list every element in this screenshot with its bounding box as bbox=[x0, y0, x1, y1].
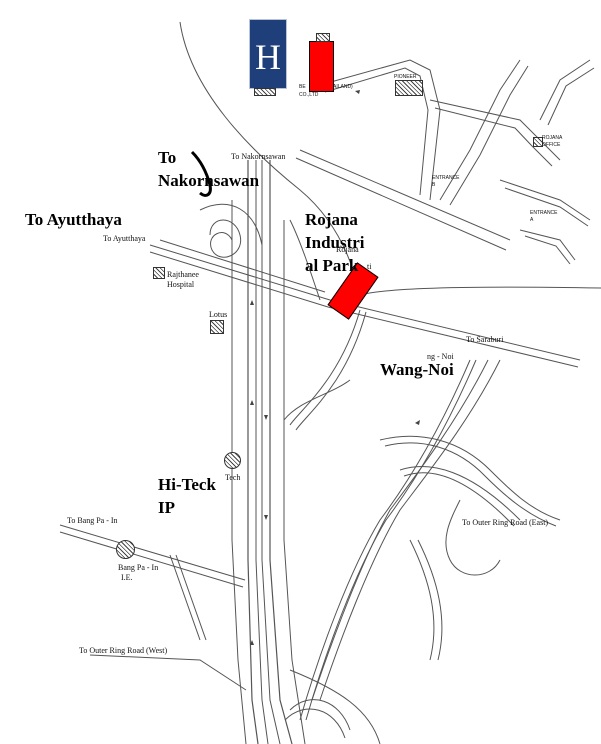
estate-road-5 bbox=[539, 59, 595, 126]
lotus-icon bbox=[210, 320, 224, 334]
saraburi-road bbox=[289, 309, 367, 431]
map-text-bang-pa-in-1: Bang Pa - In bbox=[118, 563, 159, 572]
label-rojana-line3: al Park bbox=[305, 256, 359, 275]
bang-pa-in-spur bbox=[169, 554, 207, 641]
rojana-office-2: OFFICE bbox=[542, 142, 561, 148]
south-loop bbox=[284, 699, 351, 739]
industrial-estate-boundary bbox=[179, 21, 601, 296]
hotel-letter: H bbox=[255, 37, 281, 77]
arrow-5 bbox=[250, 640, 254, 645]
label-rojana-line1: Rojana bbox=[305, 210, 358, 229]
rajthanee-hospital-icon bbox=[153, 267, 165, 279]
se-road bbox=[409, 539, 443, 661]
estate-road-1 bbox=[295, 149, 511, 251]
ring-road-west bbox=[89, 654, 247, 691]
hotel-caption-3: CO.,LTD bbox=[299, 92, 319, 98]
estate-road-4 bbox=[439, 59, 529, 206]
outer-ring-east-2 bbox=[299, 359, 477, 721]
map-text-tech: Tech bbox=[225, 473, 241, 482]
highway-median-2 bbox=[261, 160, 281, 744]
rojana-office-building bbox=[533, 137, 543, 147]
frontage-east bbox=[283, 220, 306, 744]
map-text-rajthanee-1: Rajthanee bbox=[167, 270, 199, 279]
interchange-loop bbox=[209, 219, 242, 258]
se-loop bbox=[445, 499, 501, 576]
label-to-nakornsawan-line2: Nakornsawan bbox=[158, 171, 260, 190]
se-lower-road bbox=[289, 669, 381, 744]
map-text-outer-ring-east: To Outer Ring Road (East) bbox=[462, 518, 549, 527]
entrance-b-2: B bbox=[432, 182, 436, 188]
hotel-marker[interactable]: H bbox=[249, 19, 287, 89]
map-text-rojana-ti: ti bbox=[367, 262, 372, 271]
pioneer-building bbox=[395, 80, 423, 96]
map-text-to-ayutthaya: To Ayutthaya bbox=[103, 234, 146, 243]
estate-road-3 bbox=[429, 99, 561, 167]
entrance-b-1: ENTRANCE bbox=[432, 175, 460, 181]
hi-tech-connector bbox=[283, 379, 351, 421]
map-text-to-bang-pa-in: To Bang Pa - In bbox=[67, 516, 118, 525]
highway-median-1 bbox=[255, 160, 269, 744]
map-text-lotus: Lotus bbox=[209, 310, 228, 319]
highway-east-lane bbox=[269, 160, 293, 744]
label-hi-teck-line1: Hi-Teck bbox=[158, 475, 216, 494]
interchange-ramp-1 bbox=[199, 203, 263, 246]
ayutthaya-road bbox=[149, 244, 581, 368]
outer-ring-east-branch-2 bbox=[399, 466, 521, 527]
arrow-4 bbox=[264, 515, 268, 520]
pioneer-label: PIONEER bbox=[394, 74, 417, 80]
label-to-ayutthaya: To Ayutthaya bbox=[25, 210, 122, 229]
estate-road-2 bbox=[319, 59, 441, 201]
label-wang-noi: Wang-Noi bbox=[380, 360, 454, 379]
frontage-west bbox=[231, 200, 247, 744]
arrow-7 bbox=[355, 90, 360, 94]
map-text-rajthanee-2: Hospital bbox=[167, 280, 195, 289]
arrow-6 bbox=[415, 420, 420, 425]
estate-road-6 bbox=[499, 179, 591, 227]
map-text-to-saraburi: To Saraburi bbox=[466, 335, 504, 344]
highway-west-lane bbox=[247, 160, 259, 744]
arrow-2 bbox=[250, 400, 254, 405]
label-rojana-line2: Industri bbox=[305, 233, 365, 252]
map-text-bang-pa-in-2: I.E. bbox=[121, 573, 133, 582]
bang-pa-in-estate-icon bbox=[116, 540, 135, 559]
building-hatch-1 bbox=[254, 88, 276, 96]
estate-road-7 bbox=[519, 229, 576, 265]
hotel-location-marker[interactable] bbox=[309, 41, 334, 92]
arrow-3 bbox=[264, 415, 268, 420]
hi-tech-estate-icon bbox=[224, 452, 241, 469]
map-text-to-nakornsawan: To Nakornsawan bbox=[231, 152, 286, 161]
entrance-a-1: ENTRANCE bbox=[530, 210, 558, 216]
rojana-office-1: ROJANA bbox=[542, 135, 563, 141]
outer-ring-east-branch bbox=[379, 435, 561, 527]
handwritten-mark bbox=[190, 150, 212, 197]
building-hatch-2 bbox=[316, 33, 330, 42]
outer-ring-east-1 bbox=[311, 359, 501, 701]
arrow-1 bbox=[250, 300, 254, 305]
map-text-wang-noi: ng - Noi bbox=[427, 352, 454, 361]
label-to-nakornsawan-line1: To bbox=[158, 148, 177, 167]
bang-pa-in-road bbox=[59, 524, 246, 588]
ayutthaya-road-2 bbox=[159, 239, 326, 293]
map-text-outer-ring-west: To Outer Ring Road (West) bbox=[79, 646, 168, 655]
label-hi-teck-line2: IP bbox=[158, 498, 175, 517]
interchange-ramp-2 bbox=[289, 219, 321, 301]
hotel-caption-2: AILAND) bbox=[333, 84, 353, 90]
entrance-a-2: A bbox=[530, 217, 534, 223]
map-text-rojana: Rojana bbox=[336, 245, 359, 254]
hotel-caption-1: BE bbox=[299, 84, 306, 90]
